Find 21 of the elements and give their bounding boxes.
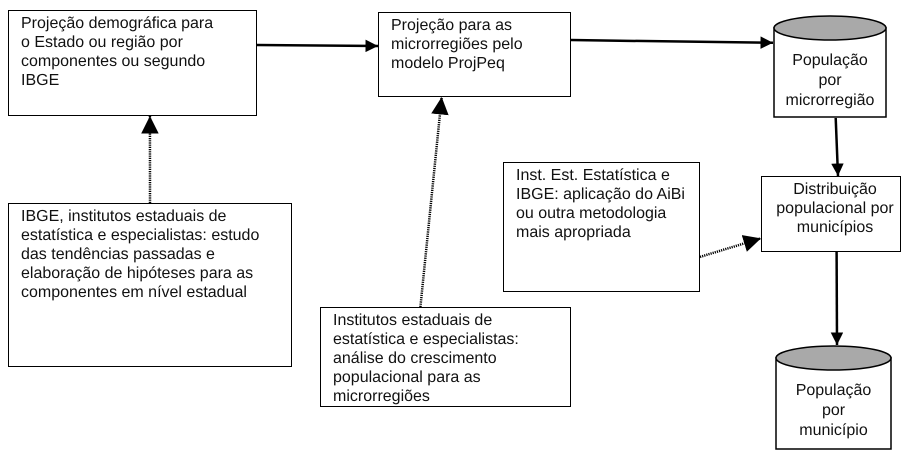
node-text: Institutos estaduais de estatística e especialistas: análise do crescimento populacional para as microrregiões xyxy=(333,311,520,406)
process-box xyxy=(8,203,292,367)
process-box xyxy=(378,12,571,97)
process-box xyxy=(320,307,571,407)
node-text: Projeção demográfica para o Estado ou região por componentes ou segundo IBGE xyxy=(21,14,214,90)
arrow xyxy=(700,235,762,258)
process-box xyxy=(503,162,700,292)
process-box xyxy=(761,176,901,252)
arrow xyxy=(419,96,449,308)
arrow xyxy=(830,252,844,345)
process-box xyxy=(8,10,257,116)
arrow xyxy=(570,36,774,49)
node-text: Projeção para as microrregiões pelo modelo ProjPeq xyxy=(391,16,524,73)
node-text: População por microrregião xyxy=(784,51,876,111)
node-text: Inst. Est. Estatística e IBGE: aplicação do AiBi ou outra metodologia mais apropriada xyxy=(516,166,686,242)
arrow xyxy=(256,40,378,52)
arrow xyxy=(831,118,844,176)
node-text: Distribuição populacional por municípios xyxy=(775,180,895,237)
node-text: IBGE, institutos estaduais de estatística e especialistas: estudo das tendências passadas e elaboração de hipóteses para as componentes em nível estadual xyxy=(21,207,260,302)
node-text: População por município xyxy=(794,381,872,441)
arrow xyxy=(141,116,159,203)
